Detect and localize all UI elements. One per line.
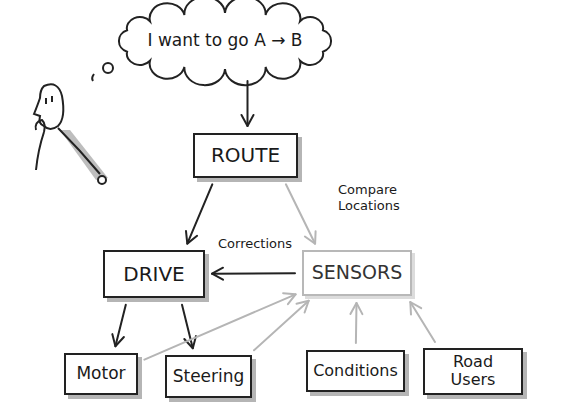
connector-line <box>182 305 193 348</box>
node-text: Motor <box>76 364 125 384</box>
hand <box>36 120 45 132</box>
node-text: SENSORS <box>312 262 403 284</box>
connector-line <box>187 184 212 243</box>
connector-arrow <box>254 301 309 351</box>
arrow-head <box>242 115 254 126</box>
connector-line <box>355 303 358 343</box>
connector-arrow <box>410 302 435 342</box>
connector-arrow <box>182 305 196 348</box>
eye <box>51 96 53 102</box>
process-box: DRIVE <box>103 250 205 298</box>
connector-arrow <box>212 268 295 280</box>
arrow-head <box>305 231 316 244</box>
arrow-head <box>350 303 362 314</box>
node-text: Road Users <box>430 353 516 390</box>
connector-arrow <box>144 293 295 359</box>
cloud-outline-path <box>119 0 331 85</box>
node-text: Steering <box>173 367 245 387</box>
edge-label: Corrections <box>218 236 308 252</box>
connector-arrow <box>242 81 254 126</box>
edge-label: Compare Locations <box>338 182 433 213</box>
arrow-head <box>186 231 197 244</box>
node-text: DRIVE <box>123 263 185 286</box>
process-box: ROUTE <box>193 133 298 178</box>
sensor-box: SENSORS <box>302 250 412 296</box>
thought-cloud: I want to go A → B <box>113 8 337 74</box>
arrow-head <box>112 334 124 346</box>
input-box: Conditions <box>306 350 405 392</box>
body-line <box>58 128 100 174</box>
arrow-head <box>410 302 421 315</box>
thought-bubble <box>103 63 113 73</box>
component-box: Motor <box>64 353 138 395</box>
connector-line <box>286 184 315 243</box>
connector-arrow <box>186 184 212 243</box>
node-text: ROUTE <box>211 144 280 167</box>
connector-line <box>254 301 309 351</box>
connector-line <box>144 294 295 359</box>
thought-bubble <box>92 74 94 81</box>
connector-arrow <box>350 303 362 343</box>
component-box: Steering <box>165 355 252 398</box>
arrow-head <box>283 293 296 304</box>
node-text: Conditions <box>313 362 398 380</box>
connector-arrow <box>112 305 126 346</box>
connector-arrow <box>286 184 316 243</box>
connector-line <box>212 272 295 274</box>
body-line <box>36 132 44 170</box>
connector-line <box>410 302 435 342</box>
arrow-head <box>212 268 223 280</box>
hand-circle <box>98 176 106 184</box>
connector-line <box>247 81 249 126</box>
input-box: Road Users <box>423 348 523 395</box>
arrow-head <box>184 336 196 348</box>
node-text: I want to go A → B <box>148 31 303 51</box>
arrow-head <box>297 301 309 313</box>
connector-line <box>115 305 125 346</box>
eye <box>45 98 47 104</box>
